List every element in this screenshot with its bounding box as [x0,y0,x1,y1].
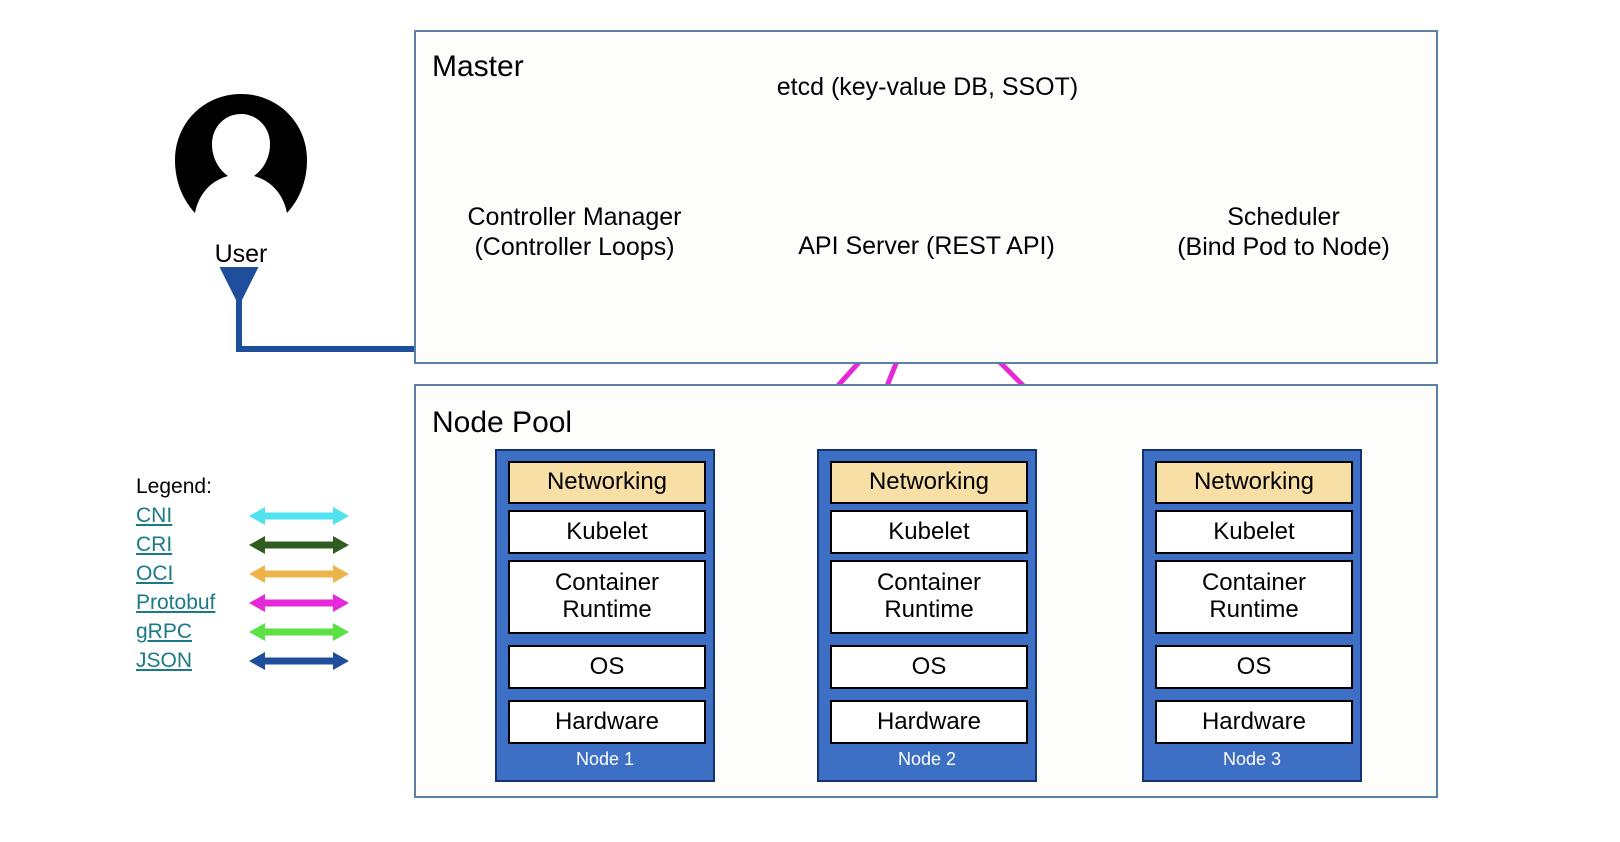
node-3-layer-container-runtime-label: Container Runtime [1201,569,1307,623]
legend-item-cri-label[interactable]: CRI [136,533,173,556]
user-avatar-icon [175,94,307,213]
node-2-layer-kubelet[interactable]: Kubelet [830,510,1028,554]
node-1-layer-os-label: OS [589,652,625,680]
node-2-layer-networking-label: Networking [868,468,990,496]
legend-title: Legend: [136,475,212,498]
node-2-layer-kubelet-label: Kubelet [888,517,970,545]
legend-arrow-oci [249,565,349,583]
legend-item-cri[interactable]: CRI [136,533,351,557]
node-2-layer-networking[interactable]: Networking [830,461,1028,504]
legend-arrow-cri [249,536,349,554]
node-3-layer-hardware-label: Hardware [1201,707,1307,735]
node-3-layer-kubelet[interactable]: Kubelet [1155,510,1353,554]
node-1-layer-kubelet[interactable]: Kubelet [508,510,706,554]
component-api-server[interactable]: API Server (REST API) [758,208,1095,286]
legend-arrow-grpc [249,623,349,641]
node-3-name: Node 3 [1222,749,1282,769]
legend-item-cni[interactable]: CNI [136,504,351,528]
master-group-title: Master [432,50,524,83]
legend-item-grpc-label[interactable]: gRPC [136,620,193,643]
user-block: User [172,92,310,282]
component-etcd-label: etcd (key-value DB, SSOT) [776,72,1079,101]
legend-item-grpc[interactable]: gRPC [136,620,351,644]
component-scheduler-label: Scheduler (Bind Pod to Node) [1177,203,1390,261]
node-pool-group-title: Node Pool [432,406,573,439]
node-1-layer-os[interactable]: OS [508,645,706,689]
legend-item-oci-label[interactable]: OCI [136,562,174,585]
legend-item-cni-label[interactable]: CNI [136,504,173,527]
node-2[interactable]: Networking Kubelet Container Runtime OS … [817,449,1037,782]
legend-arrow-json [249,652,349,670]
legend-item-json[interactable]: JSON [136,649,351,673]
node-3-layer-networking[interactable]: Networking [1155,461,1353,504]
node-1-layer-container-runtime-label: Container Runtime [554,569,660,623]
node-2-name: Node 2 [897,749,957,769]
user-label: User [214,240,268,268]
node-3-layer-kubelet-label: Kubelet [1213,517,1295,545]
node-3-layer-hardware[interactable]: Hardware [1155,700,1353,744]
component-api-server-label: API Server (REST API) [798,232,1055,261]
node-1-layer-hardware-label: Hardware [554,707,660,735]
node-1[interactable]: Networking Kubelet Container Runtime OS … [495,449,715,782]
node-2-layer-hardware-label: Hardware [876,707,982,735]
legend-arrow-protobuf [249,594,349,612]
legend-item-protobuf[interactable]: Protobuf [136,591,351,615]
legend-item-oci[interactable]: OCI [136,562,351,586]
node-1-layer-kubelet-label: Kubelet [566,517,648,545]
node-2-layer-os[interactable]: OS [830,645,1028,689]
legend-arrow-cni [249,507,349,525]
node-3-layer-os-label: OS [1236,652,1272,680]
legend-item-protobuf-label[interactable]: Protobuf [136,591,216,614]
node-2-layer-os-label: OS [911,652,947,680]
node-2-layer-hardware[interactable]: Hardware [830,700,1028,744]
node-3-layer-container-runtime[interactable]: Container Runtime [1155,560,1353,634]
node-1-layer-container-runtime[interactable]: Container Runtime [508,560,706,634]
node-3[interactable]: Networking Kubelet Container Runtime OS … [1142,449,1362,782]
node-3-layer-networking-label: Networking [1193,468,1315,496]
node-2-layer-container-runtime-label: Container Runtime [876,569,982,623]
component-scheduler[interactable]: Scheduler (Bind Pod to Node) [1140,179,1427,286]
node-2-layer-container-runtime[interactable]: Container Runtime [830,560,1028,634]
node-1-name: Node 1 [575,749,635,769]
node-1-layer-networking[interactable]: Networking [508,461,706,504]
component-controller-manager-label: Controller Manager (Controller Loops) [467,203,682,261]
node-1-layer-hardware[interactable]: Hardware [508,700,706,744]
component-controller-manager[interactable]: Controller Manager (Controller Loops) [431,179,718,286]
node-1-layer-networking-label: Networking [546,468,668,496]
legend-item-json-label[interactable]: JSON [136,649,193,672]
node-3-layer-os[interactable]: OS [1155,645,1353,689]
component-etcd[interactable]: etcd (key-value DB, SSOT) [731,52,1124,123]
